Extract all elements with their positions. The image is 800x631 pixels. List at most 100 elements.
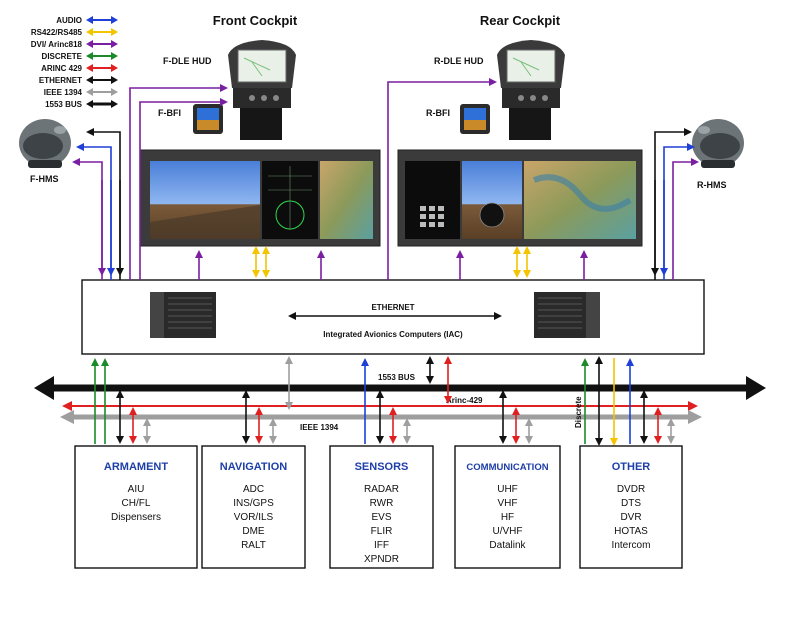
subsystem-title: SENSORS — [355, 461, 409, 473]
subsystem-item: RADAR — [364, 484, 399, 495]
iac-bus-connectors — [91, 356, 634, 446]
subsystem-other: OTHER DVDR DTS DVR HOTAS Intercom — [579, 445, 683, 569]
legend-arrow-right — [111, 28, 118, 36]
legend-entry: AUDIO — [56, 16, 118, 25]
subsystem-item: DTS — [621, 498, 641, 509]
ethernet-label: ETHERNET — [371, 303, 414, 312]
subsystem-boxes: ARMAMENT AIU CH/FL Dispensers NAVIGATION ADC I… — [74, 445, 683, 569]
legend-arrow-left — [86, 28, 93, 36]
subsystem-item: HOTAS — [614, 526, 648, 537]
legend-arrow-right — [111, 64, 118, 72]
subsystem-item: VHF — [498, 498, 518, 509]
legend-arrow-left — [86, 16, 93, 24]
legend-arrow-right — [111, 76, 118, 84]
subsystem-title: ARMAMENT — [104, 461, 168, 473]
f-hud-label: F-DLE HUD — [163, 56, 212, 66]
r-hud-unit — [497, 40, 565, 140]
legend-label: AUDIO — [56, 16, 82, 25]
subsystem-item: U/VHF — [493, 526, 523, 537]
subsystem-armament: ARMAMENT AIU CH/FL Dispensers — [74, 445, 198, 569]
legend-label: 1553 BUS — [45, 100, 83, 109]
legend-label: ETHERNET — [39, 76, 82, 85]
f-hud-unit — [228, 40, 296, 140]
legend-label: DVI/ Arinc818 — [31, 40, 83, 49]
subsystem-item: AIU — [128, 484, 145, 495]
legend-arrow-left — [86, 40, 93, 48]
subsystem-navigation: NAVIGATION ADC INS/GPS VOR/ILS DME RALT — [201, 445, 306, 569]
f-hms-label: F-HMS — [30, 174, 59, 184]
legend-label: RS422/RS485 — [31, 28, 83, 37]
subsystem-item: Dispensers — [111, 512, 161, 523]
subsystem-box — [579, 445, 683, 569]
r-hms-helmet — [692, 119, 744, 168]
subsystem-item: CH/FL — [122, 498, 151, 509]
legend-arrow-left — [86, 88, 93, 96]
r-bfi-label: R-BFI — [426, 108, 450, 118]
iac-computer-right — [534, 292, 600, 338]
legend-arrow-right — [111, 88, 118, 96]
legend-label: IEEE 1394 — [44, 88, 83, 97]
subsystem-item: RWR — [370, 498, 394, 509]
subsystem-item: VOR/ILS — [234, 512, 274, 523]
subsystem-communication: COMMUNICATION UHF VHF HF U/VHF Datalink — [454, 445, 561, 569]
subsystem-item: INS/GPS — [233, 498, 274, 509]
subsystem-item: XPNDR — [364, 554, 399, 565]
subsystem-item: DVR — [620, 512, 641, 523]
subsystem-bus-taps — [116, 390, 675, 444]
legend-label: ARINC 429 — [41, 64, 82, 73]
legend-label: DISCRETE — [42, 52, 83, 61]
r-bfi-unit — [460, 104, 490, 134]
discrete-label: Discrete — [574, 396, 583, 428]
bus-1553-label: 1553 BUS — [378, 373, 416, 382]
subsystem-item: FLIR — [371, 526, 393, 537]
subsystem-item: ADC — [243, 484, 264, 495]
bus-1553 — [34, 376, 766, 400]
r-hud-label: R-DLE HUD — [434, 56, 484, 66]
iac-label: Integrated Avionics Computers (IAC) — [323, 330, 463, 339]
legend-entry: RS422/RS485 — [31, 28, 118, 37]
iac-computer-left — [150, 292, 216, 338]
legend-arrow-right — [111, 16, 118, 24]
subsystem-box — [454, 445, 561, 569]
legend-entry: ARINC 429 — [41, 64, 118, 73]
legend-arrow-left — [86, 76, 93, 84]
r-hms-label: R-HMS — [697, 180, 727, 190]
front-cockpit-title: Front Cockpit — [213, 13, 298, 28]
legend-entry: DISCRETE — [42, 52, 118, 61]
legend-arrow-right — [111, 52, 118, 60]
legend-arrow-right — [111, 40, 118, 48]
f-hms-helmet — [19, 119, 71, 168]
subsystem-item: UHF — [497, 484, 518, 495]
legend-entry: DVI/ Arinc818 — [31, 40, 118, 49]
subsystem-box — [201, 445, 306, 569]
legend-arrow-left — [86, 52, 93, 60]
subsystem-item: RALT — [241, 540, 266, 551]
subsystem-title: NAVIGATION — [220, 461, 287, 473]
front-mfd-panel — [139, 149, 381, 247]
legend-arrow-left — [86, 100, 93, 108]
bus-arinc429-label: Arinc-429 — [446, 396, 483, 405]
subsystem-title: OTHER — [612, 461, 651, 473]
rear-mfd-panel — [397, 149, 643, 247]
rear-cockpit-title: Rear Cockpit — [480, 13, 561, 28]
legend-entry: 1553 BUS — [45, 100, 118, 109]
subsystem-item: Datalink — [489, 540, 526, 551]
subsystem-item: DVDR — [617, 484, 645, 495]
legend-entry: IEEE 1394 — [44, 88, 118, 97]
legend-entry: ETHERNET — [39, 76, 118, 85]
subsystem-item: DME — [242, 526, 265, 537]
subsystem-item: Intercom — [612, 540, 651, 551]
subsystem-item: HF — [501, 512, 514, 523]
f-bfi-unit — [193, 104, 223, 134]
bus-ieee1394 — [60, 410, 702, 424]
bus-ieee1394-label: IEEE 1394 — [300, 423, 339, 432]
legend-arrow-left — [86, 64, 93, 72]
subsystem-item: IFF — [374, 540, 389, 551]
subsystem-box — [74, 445, 198, 569]
subsystem-title: COMMUNICATION — [466, 462, 548, 473]
f-bfi-label: F-BFI — [158, 108, 181, 118]
legend-arrow-right — [111, 100, 118, 108]
subsystem-item: EVS — [371, 512, 391, 523]
